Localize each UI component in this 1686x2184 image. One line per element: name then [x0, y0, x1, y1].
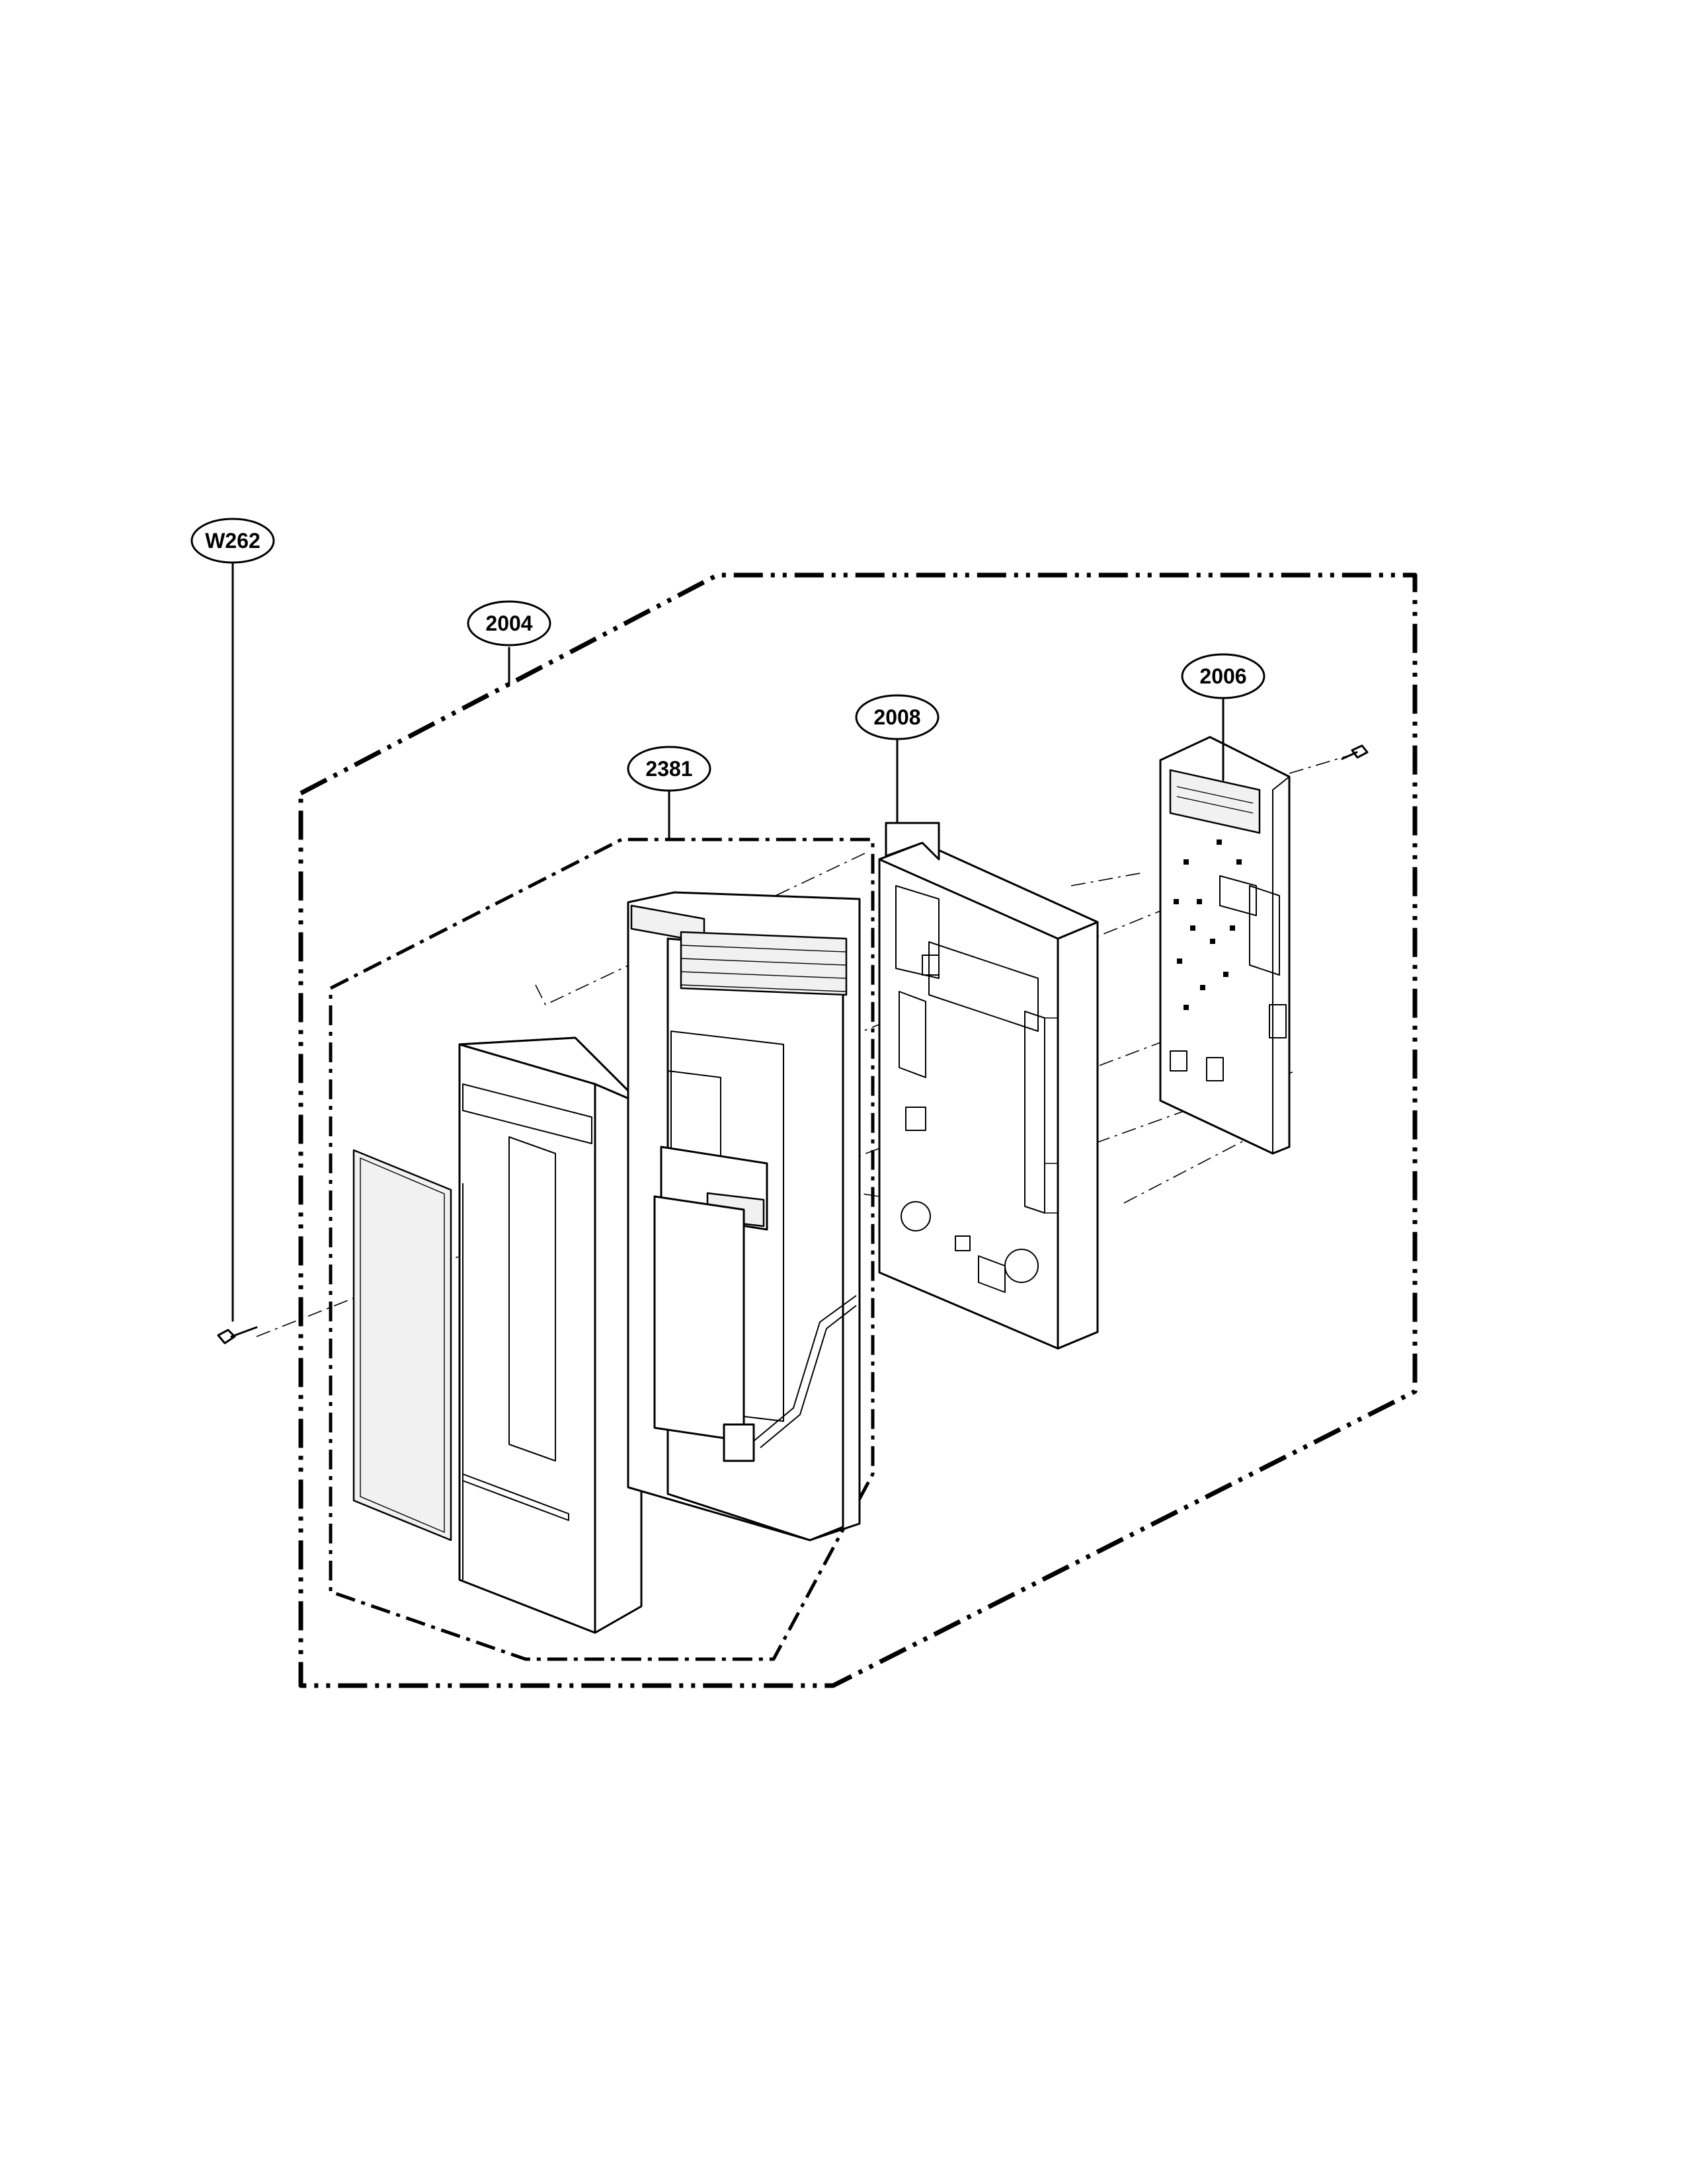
control-frame-chassis: [878, 822, 1099, 1350]
callout-2004: 2004: [467, 600, 551, 685]
callout-label-w262: W262: [205, 529, 261, 553]
callout-label-2008: 2008: [873, 705, 920, 729]
keypad-body: [627, 891, 861, 1541]
callout-w262: W262: [190, 518, 275, 1322]
subassembly-boundary-2381: [329, 838, 875, 1661]
callout-label-2381: 2381: [645, 757, 692, 781]
assembly-boundary-2004: [298, 572, 1418, 1688]
control-panel-front-cover: [458, 1036, 643, 1634]
main-pcb: [1159, 736, 1291, 1155]
screw-right: [1341, 744, 1369, 760]
screw-w262-left: [217, 1326, 258, 1345]
callout-2008: 2008: [855, 694, 940, 824]
callout-label-2006: 2006: [1199, 664, 1246, 688]
callout-label-2004: 2004: [485, 611, 532, 635]
callout-2006: 2006: [1181, 653, 1265, 781]
display-window-film: [352, 1149, 452, 1541]
callout-2381: 2381: [627, 746, 711, 841]
